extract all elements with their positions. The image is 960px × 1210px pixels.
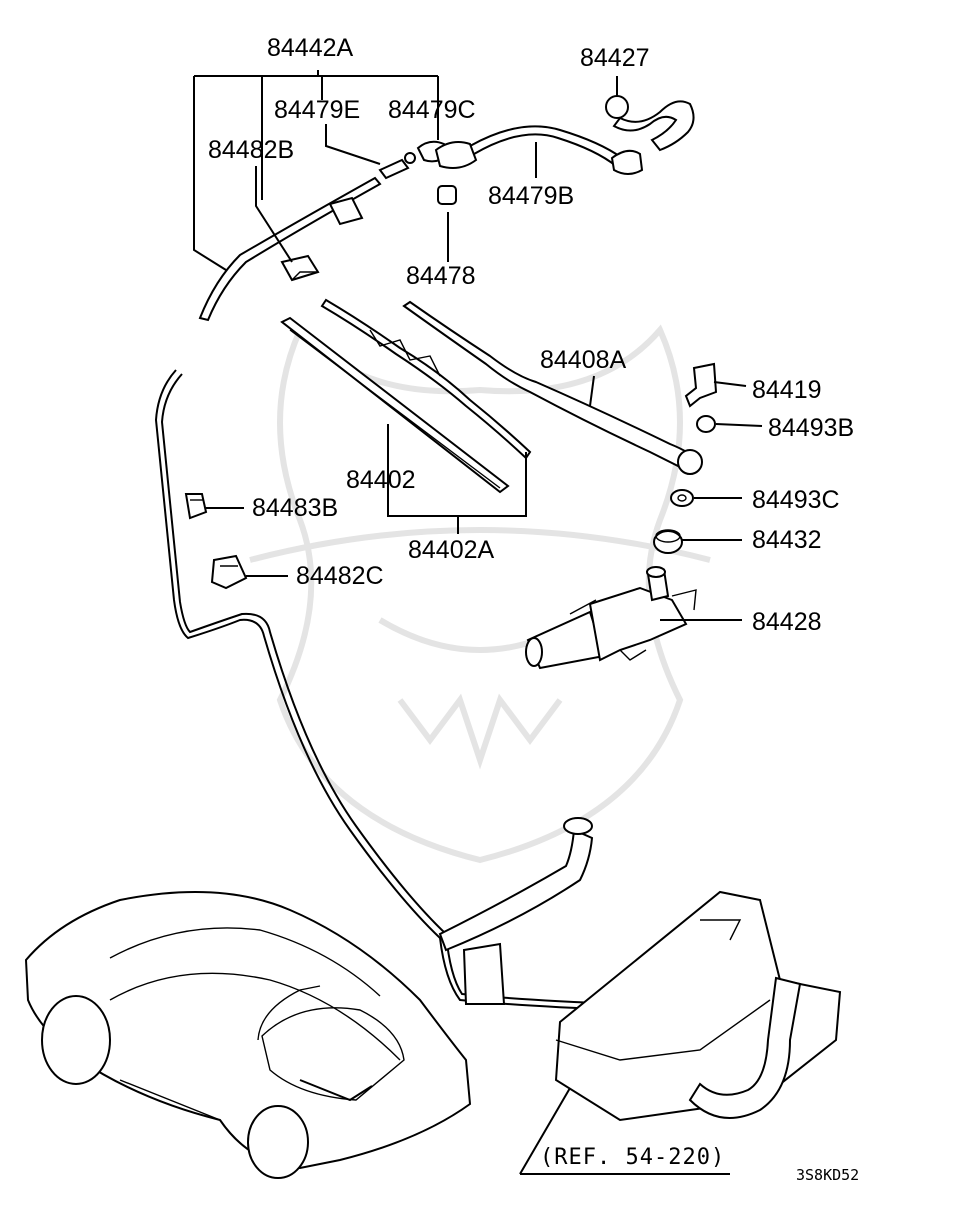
hose-clip-upper [328,196,364,226]
clip-84483B [184,493,208,520]
label-84493B: 84493B [768,414,854,442]
label-84478: 84478 [406,262,476,290]
nut-84493B [696,415,716,433]
label-84482B: 84482B [208,136,294,164]
hose-clip-84482B [280,254,320,282]
washer-hose-84442A [198,176,382,322]
hose-84479B [469,125,644,175]
leader-lines [193,70,763,1175]
wiper-blade-84402 [280,316,510,494]
label-84402A: 84402A [408,536,495,564]
label-84479E: 84479E [274,96,360,124]
label-84427: 84427 [580,44,650,72]
part-labels: 84442A 84479E 84479C 84427 84482B 84479B… [208,34,859,1184]
label-84479B: 84479B [488,182,574,210]
washer-tube [154,369,771,1012]
label-84483B: 84483B [252,494,338,522]
joint-84479E [378,152,416,180]
diagram-code: 3S8KD52 [796,1166,859,1184]
nozzle-84478 [434,141,478,205]
label-84419: 84419 [752,376,822,404]
label-84479C: 84479C [388,96,476,124]
car-illustration [24,891,472,1179]
clip-84482C [210,554,248,590]
washer-reservoir [438,817,842,1122]
grommet-84432 [653,529,683,554]
label-84402: 84402 [346,466,416,494]
label-84428: 84428 [752,608,822,636]
check-valve-84427 [605,95,695,152]
wiper-arm-84408A [402,300,703,475]
watermark-logo [249,324,711,864]
label-84442A: 84442A [267,34,354,62]
label-84493C: 84493C [752,486,840,514]
reference-note: (REF. 54-220) [540,1145,725,1170]
label-84408A: 84408A [540,346,627,374]
label-84432: 84432 [752,526,822,554]
washer-84493C [670,489,694,507]
wiper-motor-84428 [525,566,697,670]
label-84482C: 84482C [296,562,384,590]
cover-84419 [684,362,718,408]
